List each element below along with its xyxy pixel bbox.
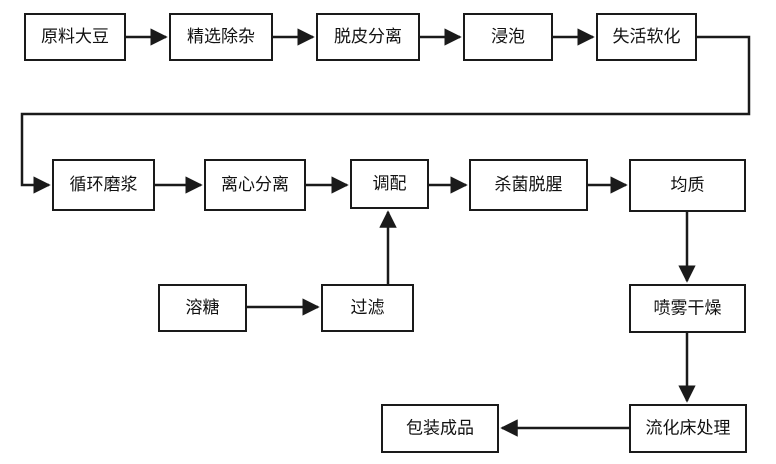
- step-label: 原料大豆: [41, 27, 109, 47]
- step-label: 杀菌脱腥: [495, 175, 563, 195]
- arrow-inactivate-to-grind: [20, 35, 751, 194]
- step-dehull: 脱皮分离: [316, 13, 420, 61]
- step-homogenize: 均质: [629, 159, 746, 212]
- step-raw-soybean: 原料大豆: [24, 13, 126, 61]
- step-label: 包装成品: [406, 419, 474, 439]
- step-spray-dry: 喷雾干燥: [629, 284, 746, 333]
- step-soak: 浸泡: [463, 13, 553, 61]
- connectors: [20, 28, 751, 437]
- step-grind: 循环磨浆: [52, 159, 155, 211]
- step-filter: 过滤: [321, 284, 414, 332]
- step-fluid-bed: 流化床处理: [629, 404, 747, 453]
- step-label: 溶糖: [186, 298, 220, 318]
- step-label: 调配: [373, 174, 407, 194]
- step-centrifuge: 离心分离: [204, 159, 306, 211]
- step-select-clean: 精选除杂: [169, 13, 273, 61]
- step-label: 精选除杂: [187, 27, 255, 47]
- step-sterilize: 杀菌脱腥: [469, 159, 588, 211]
- step-label: 浸泡: [491, 27, 525, 47]
- step-blend: 调配: [350, 159, 429, 209]
- step-package: 包装成品: [381, 404, 499, 453]
- step-label: 离心分离: [221, 175, 289, 195]
- step-label: 流化床处理: [646, 419, 731, 439]
- step-label: 喷雾干燥: [654, 299, 722, 319]
- step-inactivate: 失活软化: [596, 13, 697, 61]
- step-label: 过滤: [351, 298, 385, 318]
- step-label: 脱皮分离: [334, 27, 402, 47]
- step-label: 均质: [671, 176, 705, 196]
- step-label: 循环磨浆: [70, 175, 138, 195]
- step-label: 失活软化: [613, 27, 681, 47]
- step-dissolve-sugar: 溶糖: [158, 284, 247, 332]
